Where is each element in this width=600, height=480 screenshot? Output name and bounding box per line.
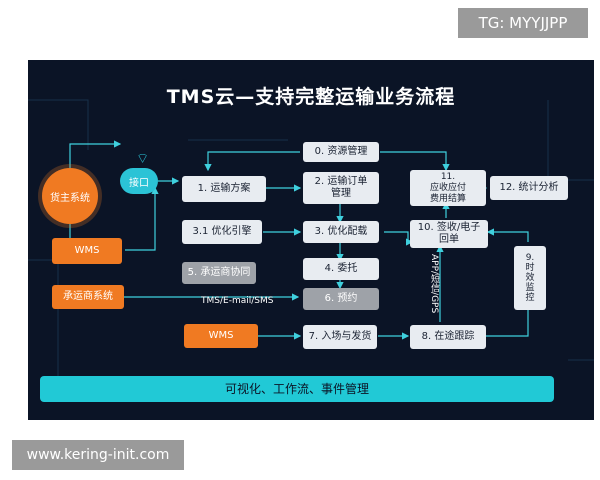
carrier-system-node: 承运商系统 [52, 285, 124, 309]
step-0-resource-mgmt: 0. 资源管理 [303, 142, 379, 162]
step3-to-step10-line [384, 231, 414, 246]
step-9-timeliness-monitor: 9. 时 效 监 控 [514, 246, 546, 310]
watermark-top: TG: MYYJJPP [458, 8, 588, 38]
step0-to-step1-line [204, 151, 300, 172]
step-3-load-optimization: 3. 优化配载 [303, 221, 379, 243]
bottom-capability-bar: 可视化、工作流、事件管理 [40, 376, 554, 402]
gps-channel-label: APP/短信/GPS [429, 254, 439, 314]
wms-to-interface-line [125, 186, 159, 251]
wifi-icon: ⌔ [136, 151, 150, 167]
step-5-carrier-collab: 5. 承运商协同 [182, 262, 256, 284]
connector-lines [28, 99, 594, 390]
diagram-panel: TMS云—支持完整运输业务流程 货主系统 ⌔ 接口 WMS 承运商系统 WMS … [28, 60, 594, 420]
step-8-in-transit-tracking: 8. 在途跟踪 [410, 325, 486, 349]
step-4-entrust: 4. 委托 [303, 258, 379, 280]
shipper-system-node: 货主系统 [42, 168, 98, 224]
wms-node-left: WMS [52, 238, 122, 264]
step-7-entry-shipment: 7. 入场与发货 [303, 325, 377, 349]
shipper-to-interface-line [69, 140, 122, 168]
step-6-appointment: 6. 预约 [303, 288, 379, 310]
step0-to-step11-line [380, 151, 450, 172]
diagram-title: TMS云—支持完整运输业务流程 [166, 86, 456, 108]
step-2-transport-order: 2. 运输订单 管理 [303, 172, 379, 204]
step-3-1-optimizer: 3.1 优化引擎 [182, 220, 262, 244]
wms-node-bottom: WMS [184, 324, 258, 348]
step-12-statistics: 12. 统计分析 [490, 176, 568, 200]
sms-channel-label: TMS/E-mail/SMS [201, 296, 274, 306]
step-10-signoff-receipt: 10. 签收/电子 回单 [410, 220, 488, 248]
step-11-settlement: 11. 应收应付 费用结算 [410, 170, 486, 206]
interface-cloud-node: 接口 [120, 168, 158, 194]
step-1-transport-plan: 1. 运输方案 [182, 176, 266, 202]
step9-to-step10-line [486, 228, 529, 242]
watermark-bottom: www.kering-init.com [12, 440, 184, 470]
